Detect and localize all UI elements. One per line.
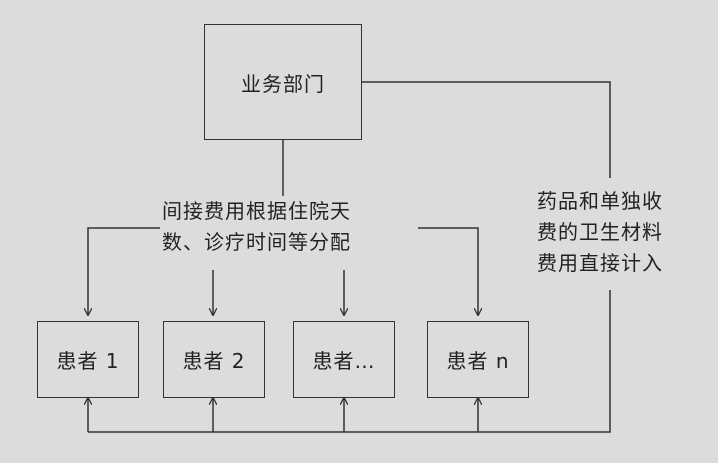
- direct-cost-line-3: 费用直接计入: [537, 251, 663, 275]
- indirect-cost-line-1: 间接费用根据住院天: [162, 199, 351, 223]
- patient-box-1: 患者 1: [37, 321, 139, 398]
- patient-label: 患者 2: [182, 349, 246, 373]
- connector-direct-route: [362, 81, 611, 178]
- patient-box-3: 患者…: [293, 321, 395, 398]
- direct-cost-label: 药品和单独收 费的卫生材料 费用直接计入: [537, 186, 663, 279]
- branch-to-patient-1: [88, 227, 160, 315]
- patient-box-2: 患者 2: [163, 321, 265, 398]
- direct-cost-line-2: 费的卫生材料: [537, 220, 663, 244]
- indirect-cost-line-2: 数、诊疗时间等分配: [162, 230, 351, 254]
- branch-to-patient-n: [418, 227, 478, 315]
- patient-label: 患者…: [312, 349, 376, 373]
- indirect-cost-label: 间接费用根据住院天 数、诊疗时间等分配: [162, 196, 351, 258]
- business-department-box: 业务部门: [204, 24, 362, 140]
- patient-box-n: 患者 n: [427, 321, 529, 398]
- direct-cost-line-1: 药品和单独收: [537, 189, 663, 213]
- connector-direct-route-lower: [88, 290, 611, 433]
- business-department-label: 业务部门: [241, 71, 325, 96]
- patient-label: 患者 1: [56, 349, 120, 373]
- patient-label: 患者 n: [446, 349, 510, 373]
